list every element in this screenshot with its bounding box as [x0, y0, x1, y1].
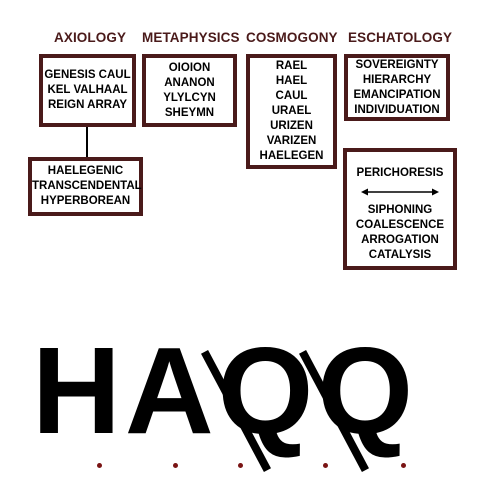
logo-dot	[323, 463, 328, 468]
metaphysics-box: OIOION ANANON YLYLCYN SHEYMN	[142, 54, 237, 127]
eschatology-bottom-box: PERICHORESIS SIPHONING COALESCENCE ARROG…	[343, 148, 457, 270]
cosmogony-item: HAEL	[275, 75, 308, 87]
heading-eschatology: ESCHATOLOGY	[348, 30, 453, 45]
logo-dot	[97, 463, 102, 468]
metaphysics-item: YLYLCYN	[163, 91, 216, 104]
perichoresis-label: PERICHORESIS	[356, 167, 444, 179]
heading-metaphysics: METAPHYSICS	[142, 30, 240, 45]
cosmogony-item: URIZEN	[270, 120, 313, 132]
eschatology-item: CATALYSIS	[368, 249, 432, 261]
axiology-item: HYPERBOREAN	[40, 195, 131, 207]
double-arrow-icon	[361, 188, 439, 196]
eschatology-item: SIPHONING	[367, 204, 433, 216]
axiology-item: GENESIS CAUL	[44, 69, 131, 81]
axiology-item: KEL VALHAAL	[47, 84, 128, 96]
eschatology-item: SOVEREIGNTY	[355, 58, 439, 71]
eschatology-top-box: SOVEREIGNTY HIERARCHY EMANCIPATION INDIV…	[344, 54, 450, 121]
cosmogony-item: VARIZEN	[266, 135, 317, 147]
axiology-item: TRANSCENDENTAL	[32, 180, 142, 192]
eschatology-item: COALESCENCE	[355, 219, 445, 231]
axiology-connector-line	[86, 127, 88, 158]
cosmogony-item: RAEL	[275, 60, 308, 72]
axiology-item: HAELEGENIC	[47, 165, 124, 177]
logo-dot	[173, 463, 178, 468]
logo-dot	[238, 463, 243, 468]
axiology-item: REIGN ARRAY	[47, 99, 128, 111]
eschatology-item: EMANCIPATION	[353, 88, 441, 101]
eschatology-item: ARROGATION	[361, 234, 439, 246]
cosmogony-item: URAEL	[271, 105, 312, 117]
axiology-bottom-box: HAELEGENIC TRANSCENDENTAL HYPERBOREAN	[28, 157, 143, 216]
metaphysics-item: SHEYMN	[164, 106, 215, 119]
heading-axiology: AXIOLOGY	[54, 30, 127, 45]
cosmogony-item: CAUL	[275, 90, 308, 102]
eschatology-item: INDIVIDUATION	[354, 103, 440, 116]
haqq-logo: HAQQ . . . . .	[0, 330, 500, 500]
metaphysics-item: ANANON	[164, 76, 215, 89]
logo-dot	[401, 463, 406, 468]
axiology-top-box: GENESIS CAUL KEL VALHAAL REIGN ARRAY	[39, 54, 136, 127]
heading-cosmogony: COSMOGONY	[246, 30, 338, 45]
metaphysics-item: OIOION	[168, 61, 211, 74]
cosmogony-box: RAEL HAEL CAUL URAEL URIZEN VARIZEN HAEL…	[246, 54, 337, 169]
logo-dots: . . . . .	[0, 458, 500, 468]
eschatology-item: HIERARCHY	[362, 73, 432, 86]
cosmogony-item: HAELEGEN	[259, 150, 324, 162]
